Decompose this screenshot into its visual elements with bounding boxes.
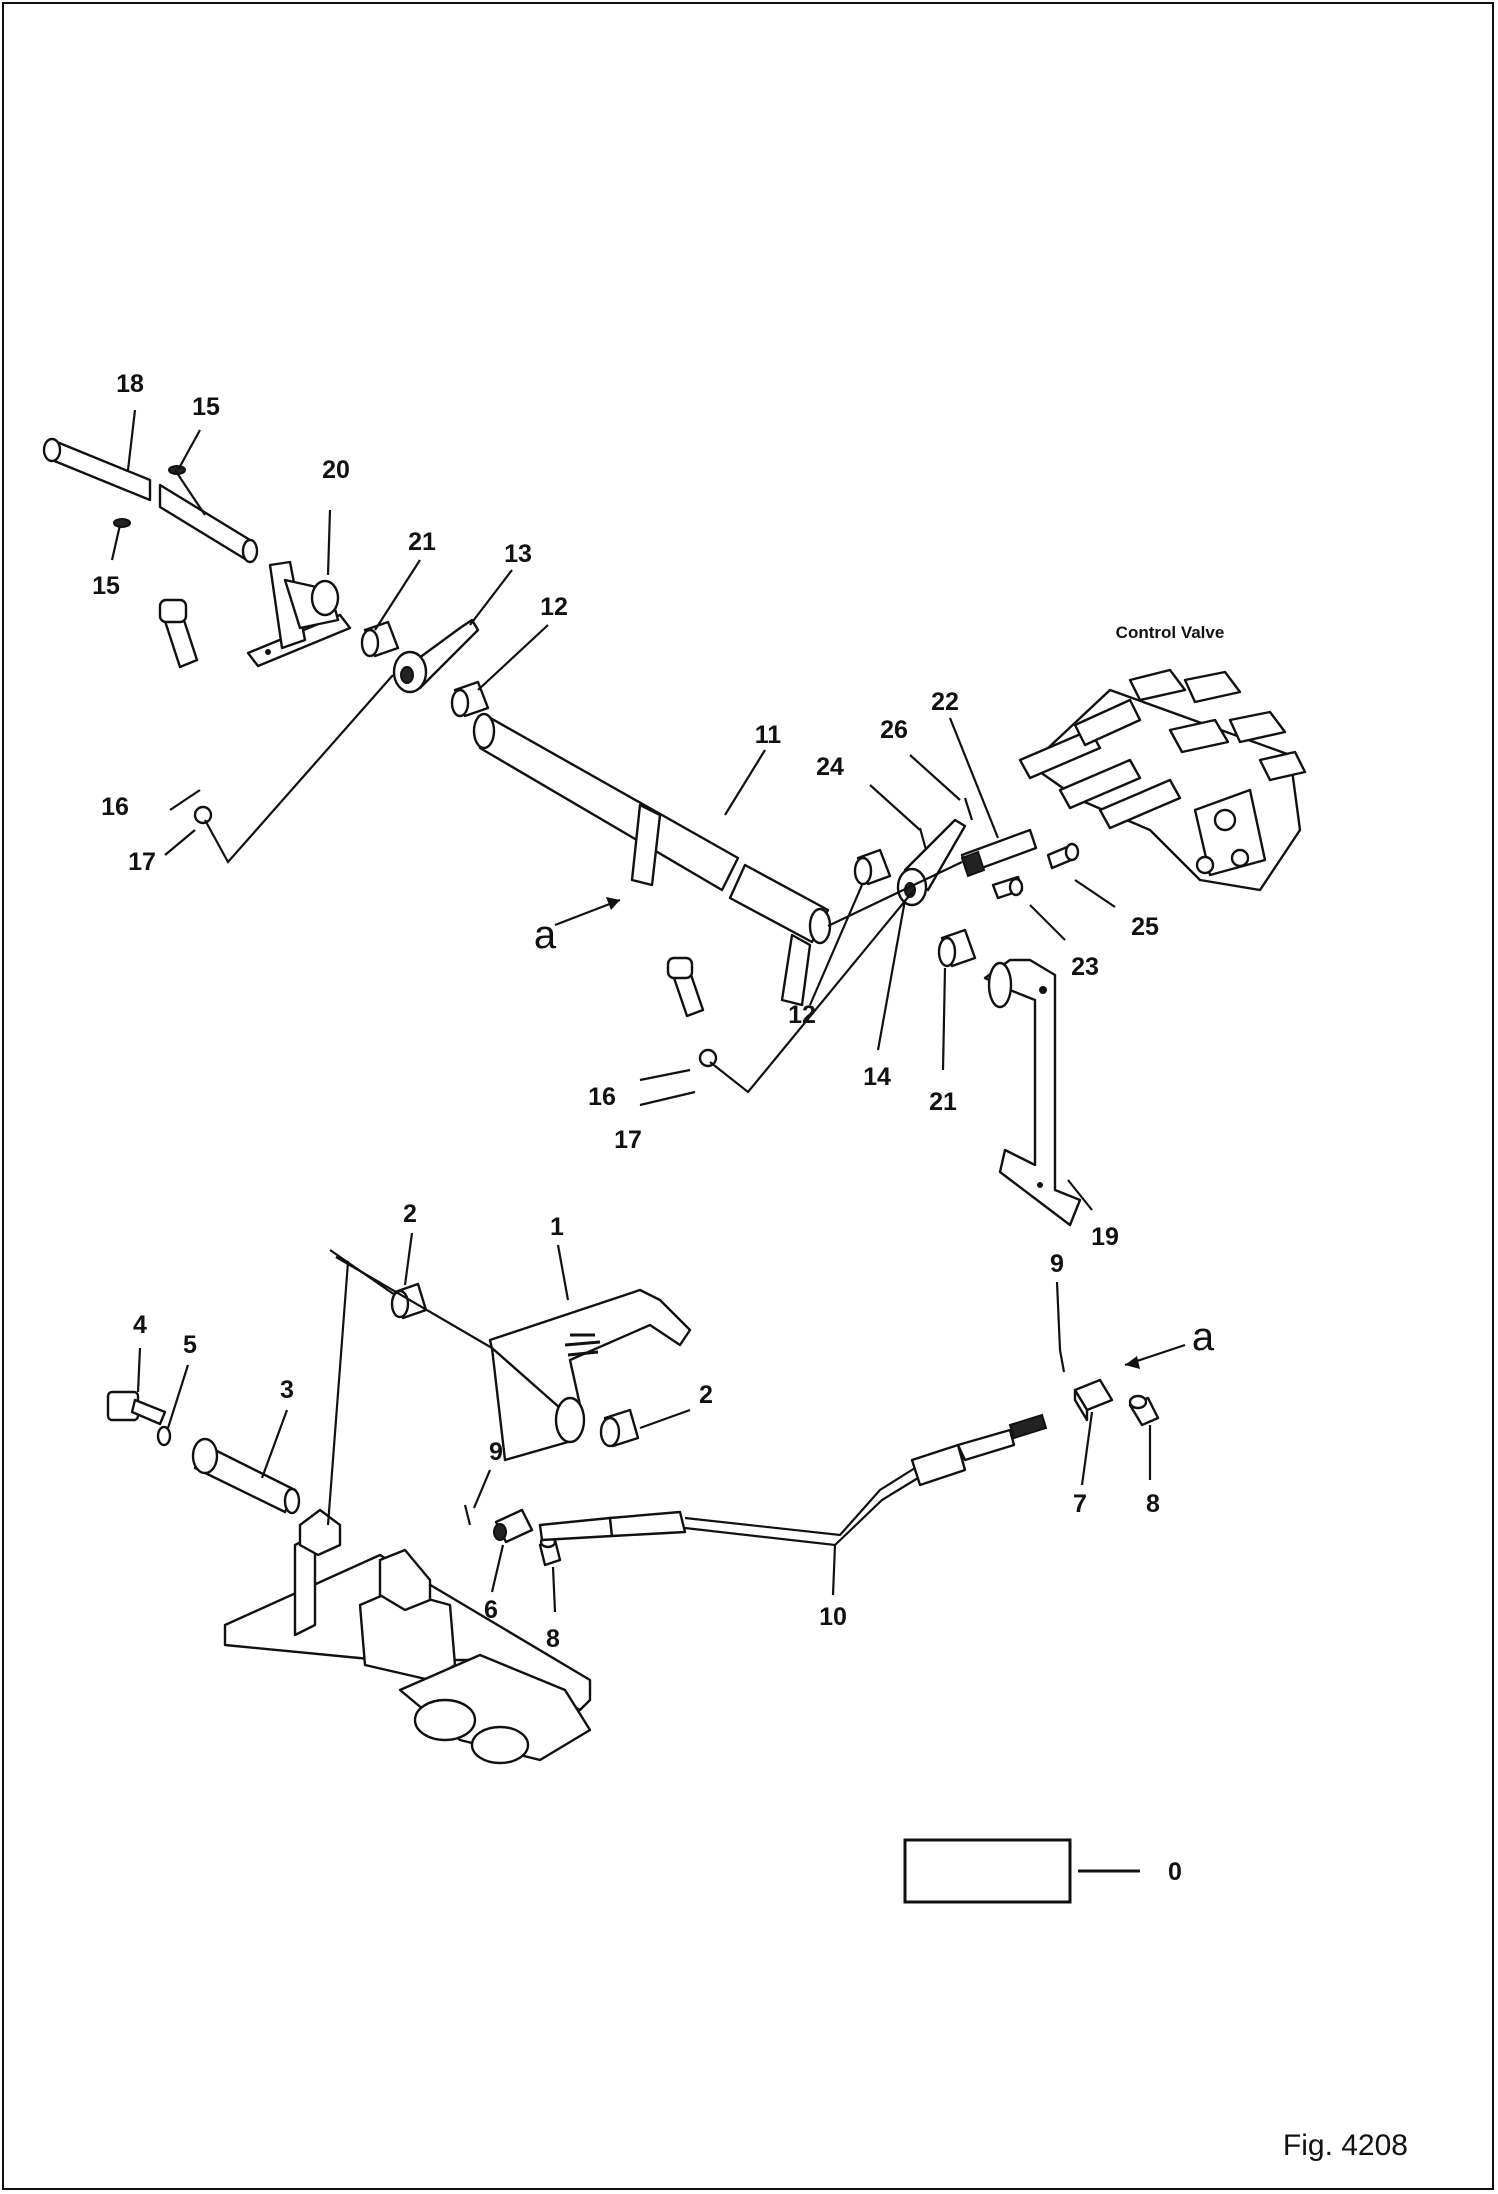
part-22-shaft [960, 828, 1038, 878]
callout-5: 5 [183, 1331, 197, 1359]
callout-2-lower: 2 [699, 1381, 713, 1409]
callout-24: 24 [816, 753, 844, 781]
callout-18: 18 [116, 370, 144, 398]
part-5-washer [156, 1425, 172, 1447]
callout-8-left: 8 [546, 1625, 560, 1653]
part-23-bolt [991, 875, 1024, 900]
callout-1: 1 [550, 1213, 564, 1241]
part-17-washer-lower [698, 1048, 718, 1068]
callout-23: 23 [1071, 953, 1099, 981]
reference-arrow-upper [554, 897, 621, 927]
callout-6: 6 [484, 1596, 498, 1624]
part-18-shaft [42, 437, 259, 564]
part-6-clevis [493, 1508, 534, 1544]
part-8-pin-left [538, 1535, 562, 1567]
callout-9-right: 9 [1050, 1250, 1064, 1278]
leader-lines [110, 409, 1152, 1613]
callout-9-left: 9 [489, 1438, 503, 1466]
part-11-tube [472, 712, 832, 1007]
callout-12-upper: 12 [540, 593, 568, 621]
part-2-bushing-right [599, 1408, 640, 1448]
callout-3: 3 [280, 1376, 294, 1404]
part-8-pin-right [1128, 1394, 1160, 1427]
part-13-lever [392, 618, 480, 694]
callout-7: 7 [1073, 1490, 1087, 1518]
part-19-bracket [983, 958, 1082, 1227]
part-1-pedal [488, 1288, 692, 1462]
callout-16-lower: 16 [588, 1083, 616, 1111]
callout-14: 14 [863, 1063, 891, 1091]
part-10-cable [538, 1413, 1048, 1547]
callout-8-right: 8 [1146, 1490, 1160, 1518]
part-14-lever [896, 818, 967, 907]
callout-21-upper: 21 [408, 528, 436, 556]
callout-26: 26 [880, 716, 908, 744]
part-9-clip-left [463, 1504, 472, 1526]
callout-10: 10 [819, 1603, 847, 1631]
part-26-pin [963, 797, 974, 821]
callout-19: 19 [1091, 1223, 1119, 1251]
reference-mark-a-upper: a [534, 913, 557, 957]
machine-base [223, 1508, 592, 1765]
part-7-clevis [1073, 1378, 1114, 1422]
callout-17-upper: 17 [128, 848, 156, 876]
figure-caption: Fig. 4208 [1283, 2129, 1408, 2162]
part-12-bushing-upper [450, 680, 490, 718]
part-17-washer-upper [193, 805, 213, 825]
part-20-bracket [246, 560, 352, 668]
callout-20: 20 [322, 456, 350, 484]
callout-25: 25 [1131, 913, 1159, 941]
part-2-bushing-left [390, 1282, 428, 1320]
part-4-bolt [106, 1390, 167, 1426]
part-9-clip-right [1058, 1349, 1066, 1373]
callout-22: 22 [931, 688, 959, 716]
callout-16-upper: 16 [101, 793, 129, 821]
control-valve-label: Control Valve [1116, 623, 1225, 642]
part-16-bolt-upper [158, 598, 199, 669]
reference-arrow-lower [1124, 1343, 1186, 1369]
part-21-bushing-upper [360, 620, 400, 658]
part-25-bolt [1046, 842, 1080, 870]
callout-15-lower: 15 [92, 572, 120, 600]
callout-17-lower: 17 [614, 1126, 642, 1154]
callout-2-upper: 2 [403, 1200, 417, 1228]
part-16-bolt-lower [666, 956, 705, 1018]
part-15-pin-lower [113, 518, 131, 528]
control-valve [1018, 668, 1307, 892]
part-3-pin [191, 1437, 301, 1515]
part-24-pin [918, 827, 928, 851]
callout-12-lower: 12 [788, 1001, 816, 1029]
callout-21-lower: 21 [929, 1088, 957, 1116]
callout-15-upper: 15 [192, 393, 220, 421]
part-21-bushing-lower [937, 928, 977, 968]
reference-mark-a-lower: a [1192, 1315, 1215, 1359]
callout-13: 13 [504, 540, 532, 568]
callout-4: 4 [133, 1311, 147, 1339]
legend-box [903, 1838, 1072, 1904]
legend-label: 0 [1168, 1858, 1182, 1886]
part-12-bushing-lower [853, 848, 892, 886]
callout-11: 11 [755, 721, 782, 749]
